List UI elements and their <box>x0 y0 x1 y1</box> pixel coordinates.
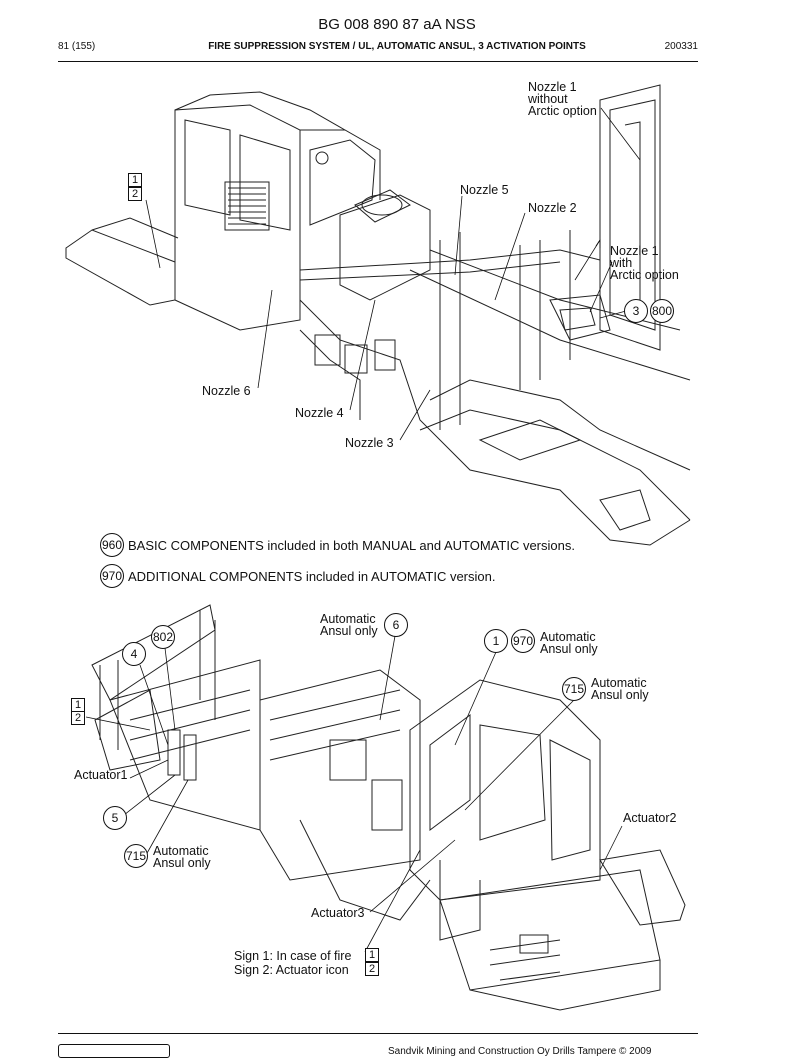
automatic-ansul-only-label-715-left: Automatic Ansul only <box>153 844 211 870</box>
nozzle-3-label: Nozzle 3 <box>345 436 394 450</box>
bottom-drill-rig-drawing <box>91 604 686 1011</box>
item-circle-4: 4 <box>122 642 146 666</box>
top-sign-box-2: 2 <box>128 187 142 201</box>
note-basic-text: BASIC COMPONENTS included in both MANUAL… <box>128 537 575 553</box>
automatic-ansul-only-label-715-right: Automatic Ansul only <box>591 676 649 702</box>
nozzle-4-label: Nozzle 4 <box>295 406 344 420</box>
note-circle-960: 960 <box>100 533 124 557</box>
item-circle-715-left: 715 <box>124 844 148 868</box>
automatic-ansul-only-label-6: Automatic Ansul only <box>320 612 378 638</box>
sign-2-label: Sign 2: Actuator icon <box>234 963 349 977</box>
nozzle-1-without-arctic-label: Nozzle 1 without Arctic option <box>528 80 597 118</box>
item-circle-5: 5 <box>103 806 127 830</box>
note-additional-components: 970 ADDITIONAL COMPONENTS included in AU… <box>100 564 495 588</box>
nozzle-2-label: Nozzle 2 <box>528 201 577 215</box>
sign-1-label: Sign 1: In case of fire <box>234 949 352 963</box>
item-circle-800: 800 <box>650 299 674 323</box>
header-divider <box>58 61 698 62</box>
brand-logo <box>58 1044 170 1058</box>
bottom-sign-box-2: 2 <box>71 711 85 725</box>
item-circle-6: 6 <box>384 613 408 637</box>
nozzle-5-label: Nozzle 5 <box>460 183 509 197</box>
item-circle-802: 802 <box>151 625 175 649</box>
top-sign-box-1: 1 <box>128 173 142 187</box>
document-code: 200331 <box>664 41 698 52</box>
automatic-ansul-only-label-970: Automatic Ansul only <box>540 630 598 656</box>
note-additional-text: ADDITIONAL COMPONENTS included in AUTOMA… <box>128 568 496 584</box>
item-circle-3: 3 <box>624 299 648 323</box>
actuator3-label: Actuator3 <box>311 906 365 920</box>
bottom-leader-lines <box>85 635 623 953</box>
actuator1-label: Actuator1 <box>74 768 128 782</box>
page-title: FIRE SUPPRESSION SYSTEM / UL, AUTOMATIC … <box>208 41 586 52</box>
item-circle-715-right: 715 <box>562 677 586 701</box>
document-number: BG 008 890 87 aA NSS <box>318 16 476 33</box>
note-basic-components: 960 BASIC COMPONENTS included in both MA… <box>100 533 575 557</box>
sign-box-1: 1 <box>365 948 379 962</box>
item-circle-1: 1 <box>484 629 508 653</box>
top-leader-lines <box>145 107 641 441</box>
footer-copyright: Sandvik Mining and Construction Oy Drill… <box>388 1046 652 1057</box>
note-circle-970: 970 <box>100 564 124 588</box>
nozzle-1-with-arctic-label: Nozzle 1 with Arctic option <box>610 244 679 282</box>
page-reference: 81 (155) <box>58 41 96 52</box>
item-circle-970: 970 <box>511 629 535 653</box>
sign-box-2: 2 <box>365 962 379 976</box>
top-drill-rig-drawing <box>65 84 691 546</box>
footer-divider <box>58 1033 698 1034</box>
nozzle-6-label: Nozzle 6 <box>202 384 251 398</box>
actuator2-label: Actuator2 <box>623 811 677 825</box>
bottom-sign-box-1: 1 <box>71 698 85 712</box>
